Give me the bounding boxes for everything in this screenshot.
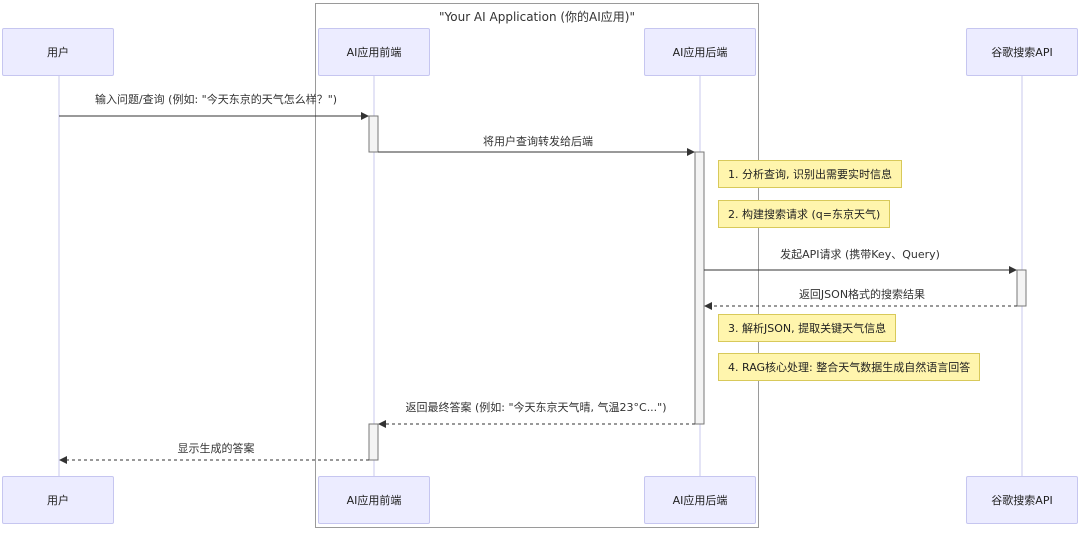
- message-label-m5: 返回最终答案 (例如: "今天东京天气晴, 气温23°C..."): [405, 401, 667, 414]
- message-label-m4: 返回JSON格式的搜索结果: [798, 288, 926, 301]
- participant-frontend-top: AI应用前端: [318, 28, 430, 76]
- participant-backend-bottom: AI应用后端: [644, 476, 756, 524]
- note-analyze-query: 1. 分析查询, 识别出需要实时信息: [718, 160, 902, 188]
- activation-google: [1016, 269, 1027, 307]
- note-parse-json: 3. 解析JSON, 提取关键天气信息: [718, 314, 897, 342]
- message-label-m6: 显示生成的答案: [177, 442, 255, 455]
- message-label-m2: 将用户查询转发给后端: [483, 135, 593, 148]
- note-rag-core: 4. RAG核心处理: 整合天气数据生成自然语言回答: [718, 353, 981, 381]
- app-group-title: "Your AI Application (你的AI应用)": [438, 10, 635, 24]
- participant-backend-top: AI应用后端: [644, 28, 756, 76]
- note-build-request: 2. 构建搜索请求 (q=东京天气): [718, 200, 891, 228]
- participant-user-top: 用户: [2, 28, 114, 76]
- participant-google-top: 谷歌搜索API: [966, 28, 1078, 76]
- participant-user-bottom: 用户: [2, 476, 114, 524]
- app-group-box: [315, 3, 759, 528]
- activation-frontend-2: [368, 423, 379, 461]
- participant-google-bottom: 谷歌搜索API: [966, 476, 1078, 524]
- message-label-m3: 发起API请求 (携带Key、Query): [780, 248, 940, 261]
- participant-frontend-bottom: AI应用前端: [318, 476, 430, 524]
- message-label-m1: 输入问题/查询 (例如: "今天东京的天气怎么样？"): [94, 93, 338, 106]
- activation-backend: [694, 151, 705, 425]
- activation-frontend-1: [368, 115, 379, 153]
